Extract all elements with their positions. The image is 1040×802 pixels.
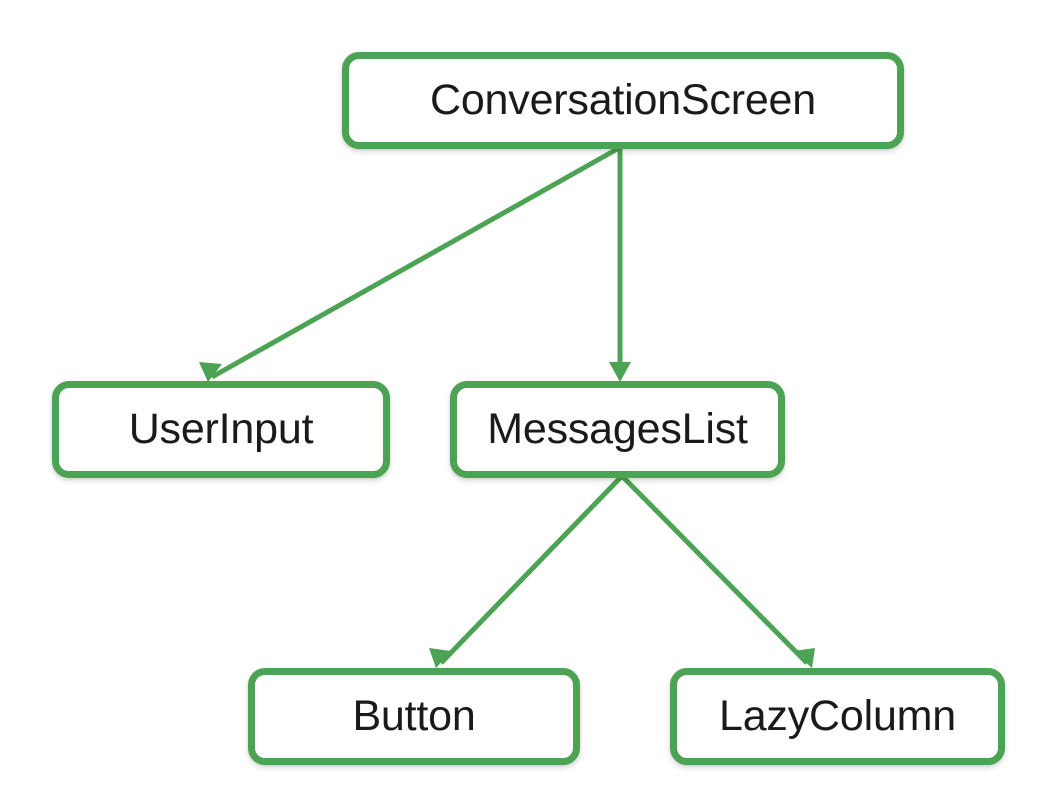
edge-line bbox=[621, 475, 809, 665]
node-label: UserInput bbox=[128, 405, 314, 453]
node-conversationscreen[interactable]: ConversationScreen bbox=[342, 52, 904, 149]
node-messageslist[interactable]: MessagesList bbox=[450, 381, 785, 478]
edge-line bbox=[439, 475, 623, 665]
edge-messageslist-button bbox=[429, 475, 623, 668]
arrowhead-icon bbox=[609, 362, 631, 382]
edge-line bbox=[210, 145, 621, 380]
node-label: Button bbox=[352, 692, 476, 740]
node-label: LazyColumn bbox=[719, 692, 956, 740]
arrowhead-icon bbox=[793, 648, 815, 668]
arrowhead-icon bbox=[199, 362, 222, 382]
node-button[interactable]: Button bbox=[248, 668, 580, 765]
node-label: ConversationScreen bbox=[429, 76, 816, 124]
edge-conversationscreen-userinput bbox=[199, 145, 621, 382]
edge-messageslist-lazycolumn bbox=[621, 475, 815, 668]
node-userinput[interactable]: UserInput bbox=[52, 381, 390, 478]
node-label: MessagesList bbox=[487, 405, 748, 453]
edge-conversationscreen-messageslist bbox=[609, 148, 631, 382]
arrowhead-icon bbox=[429, 648, 451, 668]
node-lazycolumn[interactable]: LazyColumn bbox=[670, 668, 1005, 765]
